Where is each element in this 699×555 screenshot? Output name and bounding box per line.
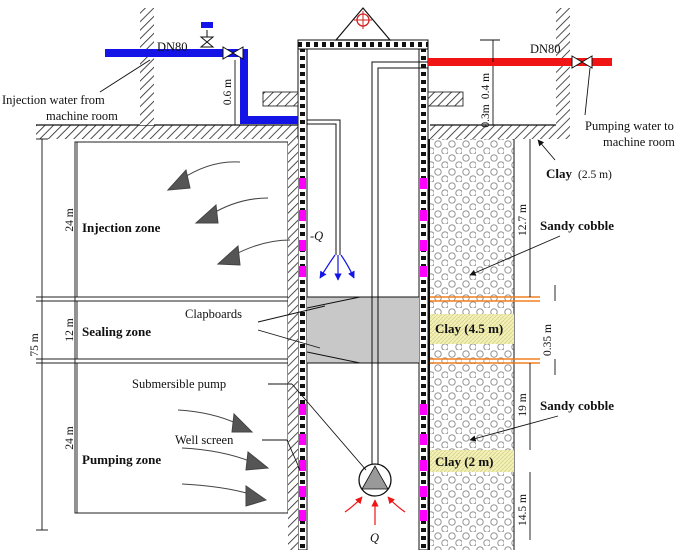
pumping-flow-arrows: [177, 409, 270, 507]
clay-lower-label: Clay (2 m): [435, 454, 494, 469]
dimension-lines: [36, 39, 556, 540]
dn80-left-label: DN80: [157, 40, 188, 54]
dn80-right-label: DN80: [530, 42, 561, 56]
dim-middle-gap: 0.35 m: [542, 324, 554, 356]
dim-total-depth: 75 m: [29, 333, 41, 356]
injection-zone-label: Injection zone: [82, 220, 161, 235]
machine-room-wall-left: [140, 8, 154, 125]
pumping-water-label-2: machine room: [603, 135, 675, 149]
clapboards-label: Clapboards: [185, 307, 242, 321]
clay-top-thickness: (2.5 m): [578, 169, 612, 181]
submersible-pump: [358, 463, 392, 497]
dim-lower-cobble: 19 m: [517, 393, 529, 416]
sandy-cobble-upper-label: Sandy cobble: [540, 218, 614, 233]
pumping-pipe: [428, 55, 612, 69]
sandy-cobble-column: [430, 139, 514, 550]
injection-water-label-2: machine room: [46, 109, 118, 123]
ground-surface-left: [36, 125, 298, 139]
pumping-zone-label: Pumping zone: [82, 452, 161, 467]
well-screen-label: Well screen: [175, 433, 234, 447]
well-screen-marks: [299, 178, 427, 521]
sealing-packer: [307, 297, 419, 363]
dim-sealing-height: 12 m: [64, 318, 76, 341]
dim-right-pipe-height: 0.4 m: [480, 73, 492, 99]
flow-out-label: -Q: [310, 229, 323, 243]
outflow-arrows: [319, 254, 355, 281]
dim-pumping-height: 24 m: [64, 426, 76, 449]
injection-water-label-1: Injection water from: [2, 93, 105, 107]
clay-lower-layer: [430, 450, 514, 472]
lifting-hook: [334, 7, 392, 41]
dim-injection-height: 24 m: [64, 208, 76, 231]
ground-surface-right: [430, 125, 570, 139]
submersible-pump-label: Submersible pump: [132, 377, 226, 391]
clay-middle-layer: [430, 314, 514, 344]
inflow-arrows: [344, 496, 406, 525]
injection-flow-arrows: [166, 161, 291, 266]
sandy-cobble-lower-label: Sandy cobble: [540, 398, 614, 413]
clay-top-label: Clay: [546, 166, 573, 181]
injection-pipe: [105, 22, 298, 124]
sealing-zone-label: Sealing zone: [82, 324, 151, 339]
pumping-water-label-1: Pumping water to: [585, 119, 674, 133]
leader-lines: [99, 59, 591, 471]
machine-room-wall-right: [556, 8, 570, 138]
dim-upper-cobble: 12.7 m: [517, 204, 529, 236]
dim-right-offset: 0.3m: [480, 104, 492, 127]
dim-pipe-drop: 0.6 m: [222, 79, 234, 105]
clay-middle-label: Clay (4.5 m): [435, 321, 503, 336]
flow-in-label: Q: [370, 531, 379, 545]
dim-bottom-depth: 14.5 m: [517, 494, 529, 526]
